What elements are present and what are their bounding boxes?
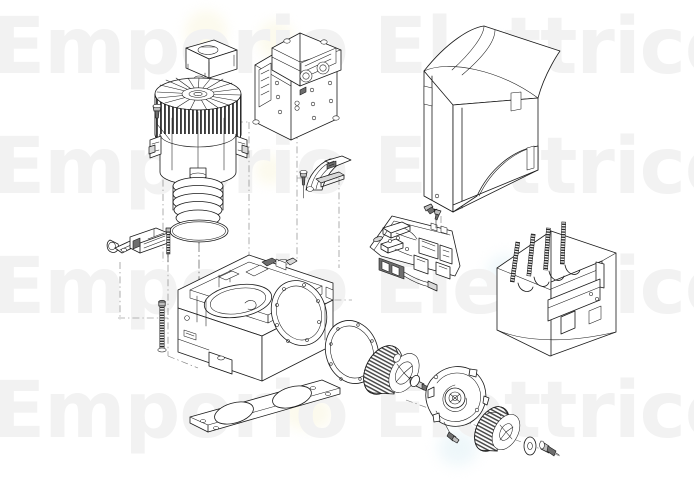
part-cover-screw bbox=[423, 203, 438, 215]
part-base-plate bbox=[189, 379, 341, 433]
part-pinion-gear bbox=[474, 406, 521, 452]
part-release-key-lever bbox=[106, 227, 169, 254]
part-transformer-unit bbox=[252, 32, 342, 141]
part-pinion-screw bbox=[539, 440, 560, 457]
part-reduction-gear bbox=[363, 345, 434, 395]
part-motor-screw bbox=[152, 104, 171, 141]
part-gearbox-housing bbox=[177, 254, 334, 382]
part-release-handle bbox=[305, 155, 352, 192]
part-pinion-washer bbox=[523, 436, 537, 456]
part-long-bolt-b bbox=[157, 300, 167, 353]
part-motor-assembly bbox=[148, 75, 249, 243]
part-release-handle-screw bbox=[299, 170, 308, 199]
part-board-screw bbox=[433, 208, 442, 229]
part-motor-gasket-ring bbox=[169, 219, 229, 243]
part-outer-cover bbox=[423, 25, 561, 213]
part-control-board bbox=[369, 215, 461, 292]
part-foundation-plate bbox=[496, 221, 617, 357]
part-terminal-cap bbox=[185, 39, 238, 79]
part-gear-cover bbox=[425, 366, 490, 444]
part-long-bolt-a bbox=[165, 227, 171, 263]
